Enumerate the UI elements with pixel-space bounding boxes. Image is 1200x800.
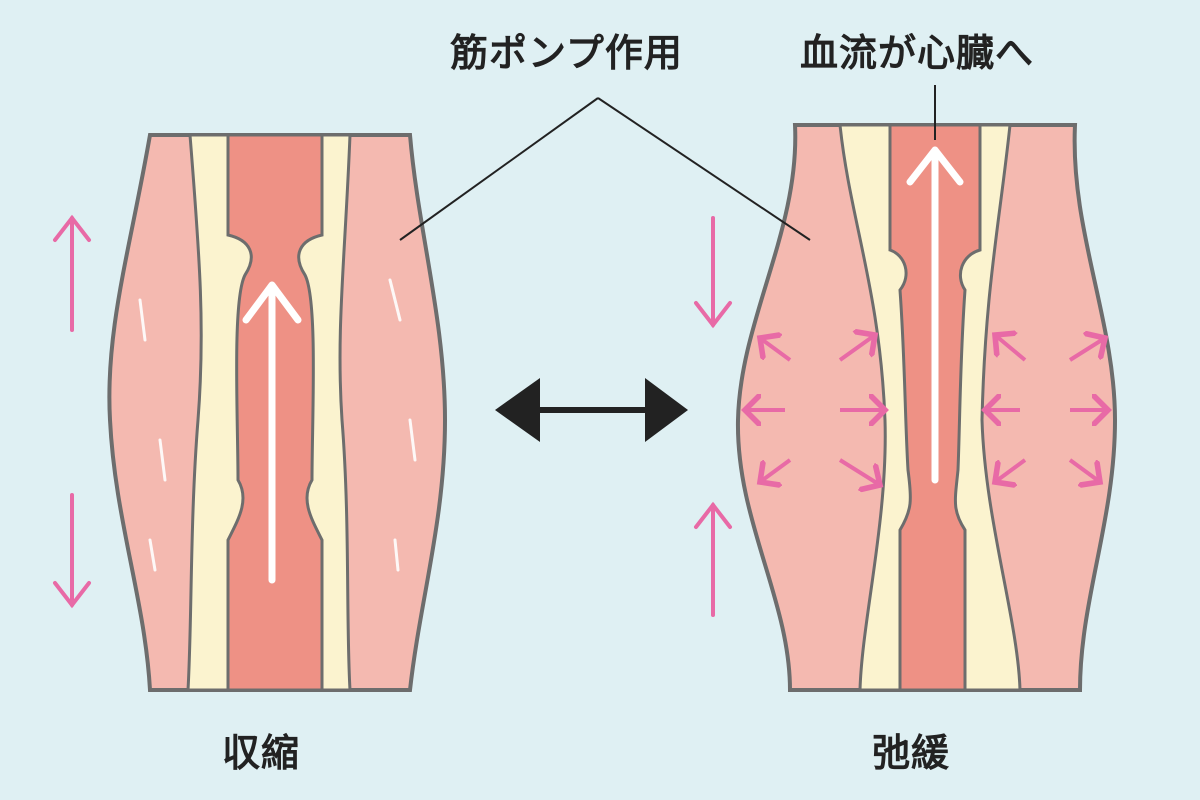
relaxation-label: 弛緩 xyxy=(872,731,951,775)
blood-flow-arrow xyxy=(242,281,302,584)
pink-arrows-contract xyxy=(53,214,91,609)
contracted-leg-illustration xyxy=(53,133,448,692)
relaxed-leg-illustration xyxy=(694,123,1118,692)
muscle-pump-label: 筋ポンプ作用 xyxy=(450,31,683,75)
double-headed-arrow xyxy=(495,378,688,442)
pink-arrows-relax xyxy=(694,216,732,617)
blood-flow-label: 血流が心臓へ xyxy=(800,31,1035,75)
contraction-label: 収縮 xyxy=(222,731,301,775)
leader-lines xyxy=(399,85,936,241)
pink-expansion-arrows xyxy=(745,335,1108,485)
blood-flow-arrow xyxy=(906,146,964,484)
